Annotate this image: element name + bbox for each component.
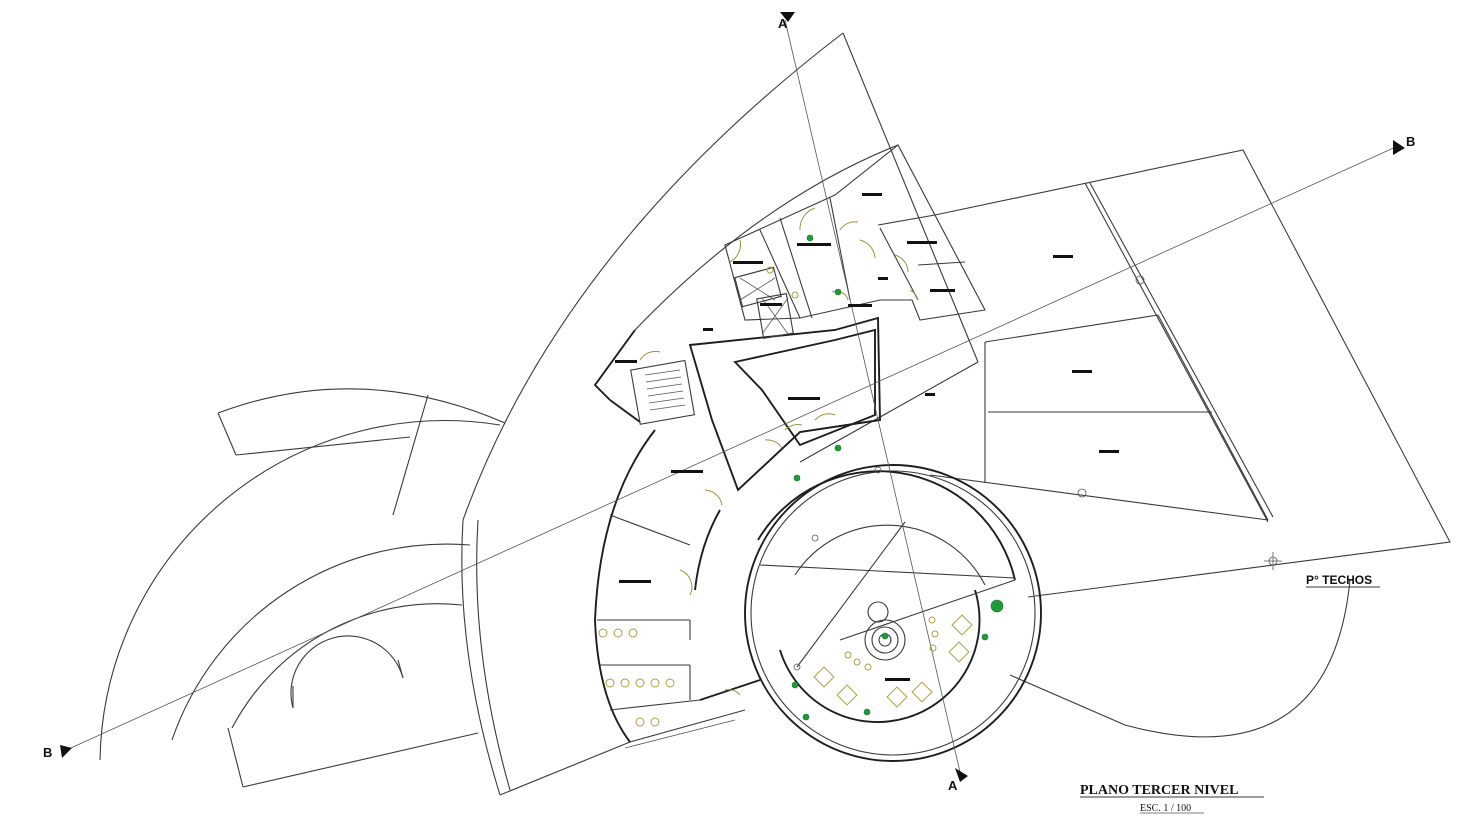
roof-label: P° TECHOS: [1306, 573, 1372, 587]
plants: [791, 234, 1004, 721]
section-b-right-label: B: [1406, 134, 1415, 149]
left-terrace-arcs: [99, 388, 506, 788]
circular-hall: [744, 464, 1042, 762]
drawing-title: PLANO TERCER NIVEL: [1080, 783, 1238, 798]
west-wing-rooms: [594, 429, 761, 749]
section-mark-labels: A A B B: [43, 16, 1415, 793]
section-a-bottom-label: A: [948, 778, 958, 793]
section-lines: [60, 12, 1405, 782]
drawing-scale: ESC. 1 / 100: [1140, 803, 1191, 814]
upper-rooms: [593, 144, 986, 492]
roof-slab: [929, 149, 1451, 738]
section-a-top-label: A: [778, 16, 788, 31]
toilet-fixtures: [598, 266, 799, 727]
room-tags: [615, 193, 1119, 681]
section-b-left-label: B: [43, 745, 52, 760]
main-building-outline: [461, 32, 979, 796]
cafe-tables: [813, 614, 973, 708]
door-swings: [639, 207, 919, 696]
